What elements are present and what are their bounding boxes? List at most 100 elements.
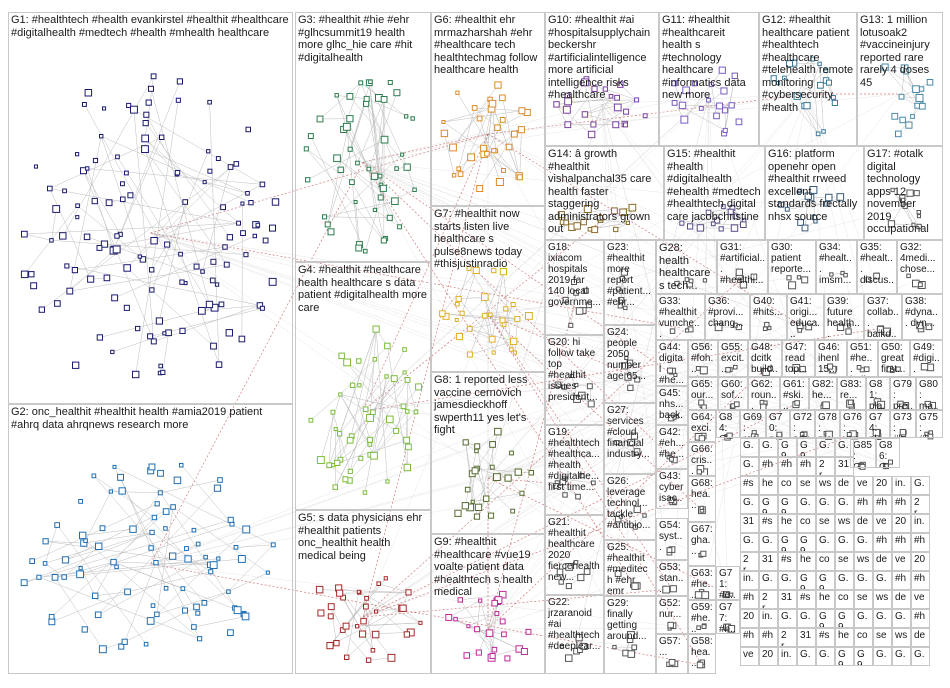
edge bbox=[117, 156, 210, 305]
node-g29 bbox=[631, 644, 638, 651]
edge bbox=[452, 99, 491, 148]
group-panel-g47: G47: read top... bbox=[782, 340, 815, 377]
node-g21 bbox=[565, 583, 572, 590]
group-panel-g36: G36: #provi... chang... bbox=[705, 294, 750, 340]
group-label: G61: #ski... bbox=[783, 379, 808, 410]
node-g1 bbox=[148, 85, 154, 92]
edge bbox=[193, 616, 246, 628]
node-g8 bbox=[483, 495, 490, 502]
node-g2 bbox=[99, 525, 106, 532]
edge bbox=[331, 606, 337, 644]
edge bbox=[468, 613, 498, 627]
node-g21 bbox=[565, 563, 574, 571]
node-g7 bbox=[488, 312, 493, 317]
small-group-cell: G9... bbox=[797, 571, 816, 590]
node-g8 bbox=[489, 441, 496, 448]
node-g1 bbox=[120, 196, 126, 203]
small-group-cell: G... bbox=[873, 647, 892, 666]
group-label: G29: finally getting around... bbox=[607, 598, 647, 642]
node-g23 bbox=[617, 303, 623, 309]
edge bbox=[452, 84, 499, 148]
edge bbox=[307, 139, 385, 180]
edge bbox=[567, 88, 595, 125]
node-g3 bbox=[355, 160, 360, 166]
small-group-cell: G... bbox=[740, 457, 759, 476]
node-g2 bbox=[83, 538, 88, 544]
group-panel-g52: G52: nur... bbox=[656, 596, 688, 634]
small-group-label: 31... bbox=[743, 516, 755, 533]
group-panel-g28: G28: health healthcare s tech... bbox=[656, 240, 717, 294]
edge bbox=[442, 313, 503, 321]
edge bbox=[181, 465, 233, 525]
edge bbox=[556, 104, 592, 135]
small-group-label: 31... bbox=[762, 554, 774, 571]
edge bbox=[337, 440, 407, 464]
small-group-cell: de... bbox=[892, 590, 911, 609]
edge bbox=[150, 88, 210, 305]
small-group-label: in... bbox=[762, 611, 773, 628]
node-g11 bbox=[671, 100, 678, 106]
edge bbox=[395, 406, 404, 431]
edge bbox=[45, 546, 99, 564]
edge bbox=[468, 626, 495, 650]
node-g1 bbox=[255, 222, 261, 228]
group-label: G44: digital #he... bbox=[659, 342, 685, 386]
edge bbox=[342, 597, 374, 651]
node-g1 bbox=[123, 264, 131, 272]
node-g1 bbox=[102, 106, 107, 111]
group-label: G39: future health... bbox=[827, 296, 860, 340]
group-panel-g4: G4: #healthit #healthcare health healthc… bbox=[295, 262, 431, 510]
node-g12 bbox=[786, 60, 793, 68]
node-g11 bbox=[682, 86, 690, 95]
node-g17 bbox=[911, 222, 916, 227]
node-g10 bbox=[581, 111, 589, 118]
small-group-label: co... bbox=[819, 554, 830, 571]
group-panel-g33: G33: #healthit vumche... bbox=[656, 294, 705, 340]
node-g14 bbox=[610, 207, 618, 215]
node-g79 bbox=[897, 400, 904, 408]
node-g23 bbox=[623, 305, 628, 311]
node-g8 bbox=[470, 499, 475, 504]
node-g48 bbox=[762, 368, 770, 376]
cross-edge bbox=[362, 161, 803, 436]
node-g2 bbox=[191, 527, 197, 533]
node-g3 bbox=[397, 224, 403, 230]
node-g9 bbox=[463, 652, 470, 659]
group-label: G22: jrzaranoid #ai #healthtech #deeplea… bbox=[548, 597, 603, 652]
cross-edge-red bbox=[362, 161, 673, 375]
group-panel-g10: G10: #healthit #ai #hospitalsupplychain … bbox=[545, 12, 659, 146]
small-group-cell: G... bbox=[740, 438, 759, 457]
small-group-label: co... bbox=[857, 630, 868, 647]
node-g3 bbox=[363, 248, 368, 254]
group-label: G74: pla... bbox=[869, 412, 885, 437]
node-g1 bbox=[82, 102, 87, 107]
group-panel-g9: G9: #healthit #healthcare #vue19 voalte … bbox=[431, 534, 545, 674]
node-g1 bbox=[210, 342, 217, 350]
node-g3 bbox=[347, 146, 353, 152]
node-g4 bbox=[330, 409, 336, 415]
small-group-cell: 31... bbox=[835, 457, 854, 476]
node-g2 bbox=[29, 558, 35, 564]
group-label: G83: re... bbox=[840, 379, 865, 401]
edge bbox=[474, 107, 498, 128]
group-label: G3: #healthit #hie #ehr #glhcsummit19 he… bbox=[298, 14, 416, 64]
group-panel-g40: G40: #hits... bbox=[750, 294, 787, 340]
node-g50 bbox=[895, 366, 901, 372]
group-label: G65: our... bbox=[691, 379, 716, 401]
node-g7 bbox=[454, 318, 459, 322]
node-g77 bbox=[723, 623, 730, 630]
node-g51 bbox=[856, 365, 862, 370]
node-g29 bbox=[627, 631, 635, 639]
node-g1 bbox=[206, 149, 211, 154]
node-g7 bbox=[459, 310, 465, 316]
node-g8 bbox=[528, 470, 534, 476]
group-label: G1: #healthtech #health evankirstel #hea… bbox=[11, 14, 292, 39]
group-label: G11: #healthit #healthcareit health s #t… bbox=[662, 14, 749, 101]
cross-edge bbox=[362, 434, 879, 618]
node-g4 bbox=[362, 490, 368, 495]
node-g2 bbox=[124, 588, 131, 596]
node-g2 bbox=[195, 541, 201, 547]
node-g80 bbox=[924, 400, 931, 408]
node-g7 bbox=[455, 333, 463, 341]
node-g7 bbox=[491, 267, 497, 274]
